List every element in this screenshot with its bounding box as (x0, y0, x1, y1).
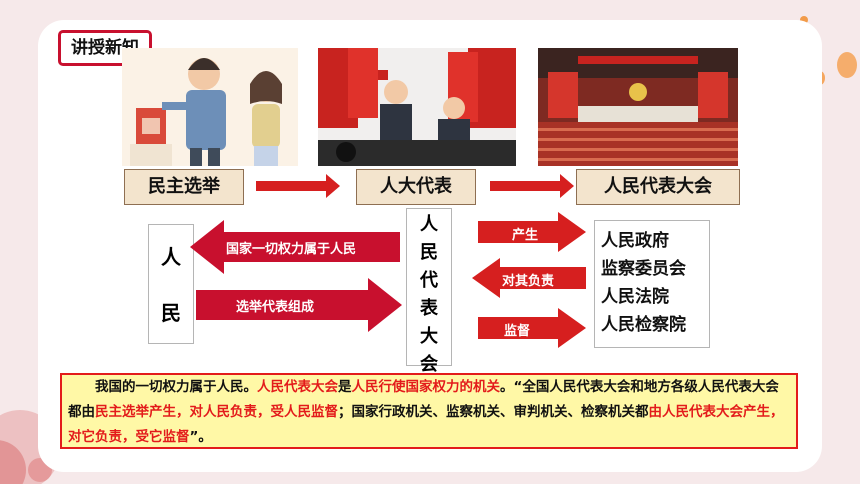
flow-arrow-1 (256, 174, 340, 198)
npc-box: 人 民 代 表 大 会 (406, 208, 452, 375)
deputies-photo (318, 48, 516, 166)
arrow-produce: 产生 (478, 212, 586, 252)
summary-part-1: 我国的一切权力属于人民。 (95, 379, 257, 395)
npc-char-2: 民 (420, 242, 438, 263)
summary-part-9: ”。 (189, 429, 212, 445)
summary-part-5: 。“全国人民代表大会和地方各级人民代表大会都由 (68, 379, 779, 420)
npc-char-5: 大 (420, 326, 438, 347)
summary-part-8: 由人民代表大会产生，对它负责，受它监督 (68, 404, 784, 445)
arrow-power-belongs-to-people: 国家一切权力属于人民 (190, 220, 400, 274)
congress-hall-photo (538, 48, 738, 166)
arrow-elect-deputies: 选举代表组成 (196, 278, 402, 332)
flow-label-npc-deputies: 人大代表 (356, 169, 476, 205)
npc-char-4: 表 (420, 298, 438, 319)
organ-government: 人民政府 (601, 231, 669, 251)
people-box: 人 民 (148, 224, 194, 344)
npc-char-6: 会 (420, 354, 438, 375)
people-char-1: 人 (161, 245, 181, 269)
arrow-supervise: 监督 (478, 308, 586, 348)
summary-part-7: ；国家行政机关、监察机关、审判机关、检察机关都 (338, 404, 649, 420)
npc-char-3: 代 (420, 270, 438, 291)
organ-procuratorate: 人民检察院 (601, 315, 686, 335)
summary-paragraph: 我国的一切权力属于人民。人民代表大会是人民行使国家权力的机关。“全国人民代表大会… (60, 373, 798, 449)
organ-supervisory-commission: 监察委员会 (601, 259, 686, 279)
flow-label-npc: 人民代表大会 (576, 169, 740, 205)
summary-part-3: 是 (338, 379, 352, 395)
flow-label-democratic-election: 民主选举 (124, 169, 244, 205)
voting-illustration (122, 48, 298, 166)
arrow-responsible: 对其负责 (472, 258, 586, 298)
people-char-2: 民 (161, 301, 181, 325)
summary-part-4: 人民行使国家权力的机关 (351, 379, 501, 395)
npc-char-1: 人 (420, 214, 438, 235)
state-organs-box: 人民政府 监察委员会 人民法院 人民检察院 (594, 220, 710, 348)
organ-court: 人民法院 (601, 287, 669, 307)
summary-part-2: 人民代表大会 (257, 379, 338, 395)
summary-part-6: 民主选举产生，对人民负责，受人民监督 (95, 404, 338, 420)
flow-arrow-2 (490, 174, 574, 198)
